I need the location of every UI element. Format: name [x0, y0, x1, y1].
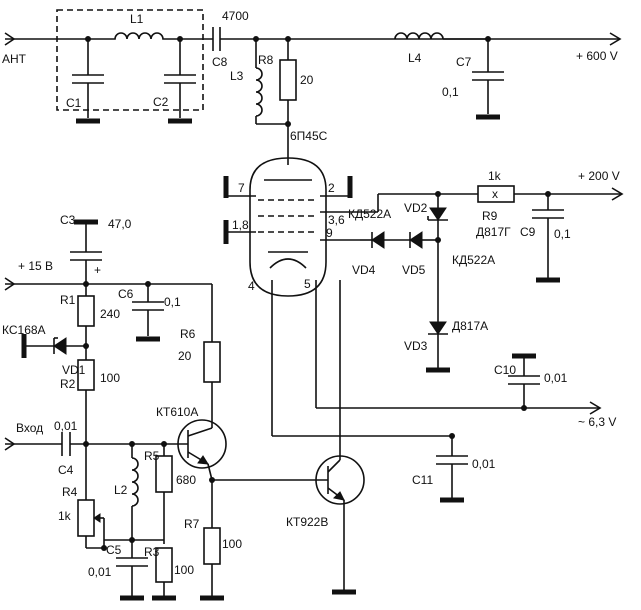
- label-r2: R2: [60, 377, 76, 391]
- label-kd522-top: КД522А: [348, 207, 391, 221]
- r7-resistor: [203, 527, 221, 565]
- driver-stage: [4, 219, 227, 601]
- label-tube: 6П45С: [290, 129, 328, 143]
- label-c5-value: 0,01: [88, 565, 112, 579]
- l3-inductor: [255, 67, 263, 117]
- label-c2: С2: [153, 95, 169, 109]
- label-c6: С6: [118, 287, 134, 301]
- label-r4: R4: [62, 485, 78, 499]
- label-r7-value: 100: [222, 537, 242, 551]
- label-c10: С10: [494, 363, 516, 377]
- label-pin-4: 4: [248, 279, 255, 293]
- label-r3: R3: [144, 545, 160, 559]
- label-vd4: VD4: [352, 263, 376, 277]
- label-kt610: КТ610А: [156, 405, 198, 419]
- labels: АНТ 4700 С8 L1 С1 С2 L3 R8 20 L4 С7 0,1 …: [2, 9, 620, 579]
- label-r6: R6: [180, 327, 196, 341]
- label-c3-plus: +: [94, 263, 101, 277]
- label-pin-3-6: 3,6: [328, 213, 345, 227]
- label-l2: L2: [114, 483, 128, 497]
- label-c5: С5: [106, 543, 122, 557]
- label-r5: R5: [144, 449, 160, 463]
- label-vd5: VD5: [402, 263, 426, 277]
- label-c10-value: 0,01: [544, 371, 568, 385]
- label-plus-200: + 200 V: [578, 169, 620, 183]
- label-c9-value: 0,1: [554, 227, 571, 241]
- label-ant: АНТ: [2, 52, 27, 66]
- label-pin-1-8: 1,8: [232, 218, 249, 232]
- label-l3: L3: [230, 69, 244, 83]
- label-r9-mark: x: [492, 187, 498, 201]
- label-kt922: КТ922В: [286, 515, 328, 529]
- label-c7: С7: [456, 55, 472, 69]
- l2-inductor: [131, 457, 139, 507]
- label-pin-9: 9: [326, 226, 333, 240]
- label-d817a: Д817А: [452, 319, 488, 333]
- label-r5-value: 680: [176, 473, 196, 487]
- r4-potentiometer: [77, 499, 95, 537]
- label-c7-value: 0,1: [442, 85, 459, 99]
- label-l1: L1: [130, 12, 144, 26]
- l1-inductor: [88, 32, 180, 40]
- kt610-body: [177, 419, 227, 469]
- label-pin-7: 7: [238, 181, 245, 195]
- label-c3: С3: [60, 213, 76, 227]
- label-r9: R9: [482, 209, 498, 223]
- label-plus-600: + 600 V: [576, 49, 618, 63]
- label-r4-value: 1k: [58, 509, 72, 523]
- r8-resistor: [279, 59, 297, 101]
- label-input: Вход: [16, 421, 43, 435]
- antenna-filter: [4, 9, 488, 124]
- label-ac-6-3: ~ 6,3 V: [578, 415, 616, 429]
- label-c8-value: 4700: [222, 9, 249, 23]
- label-r1-value: 240: [100, 307, 120, 321]
- label-r1: R1: [60, 293, 76, 307]
- label-c11-value: 0,01: [472, 457, 496, 471]
- label-r9-value: 1k: [488, 169, 502, 183]
- label-r3-value: 100: [174, 563, 194, 577]
- label-vd1: VD1: [62, 363, 86, 377]
- screen-supply: [360, 185, 624, 373]
- label-c6-value: 0,1: [164, 295, 181, 309]
- label-c4-value: 0,01: [54, 419, 78, 433]
- filter-box: [56, 9, 204, 111]
- anode-circuit: [255, 32, 622, 165]
- label-pin-2: 2: [328, 181, 335, 195]
- label-kc168: КС168А: [2, 323, 46, 337]
- tube-envelope: [249, 157, 327, 297]
- tube-6p45s: [223, 157, 602, 460]
- label-c4: С4: [58, 463, 74, 477]
- label-d817g: Д817Г: [476, 225, 511, 239]
- heater-caps: [436, 353, 540, 503]
- label-r7: R7: [184, 517, 200, 531]
- label-r8-value: 20: [300, 73, 314, 87]
- r6-resistor: [203, 341, 221, 383]
- kt922-transistor: [212, 455, 365, 595]
- label-vd3: VD3: [404, 339, 428, 353]
- label-c1: С1: [66, 96, 82, 110]
- label-c9: С9: [520, 225, 536, 239]
- label-c11: С11: [412, 473, 433, 487]
- label-c8: С8: [212, 55, 228, 69]
- label-vd2: VD2: [404, 201, 428, 215]
- label-kd522-right: КД522А: [452, 253, 495, 267]
- label-r6-value: 20: [178, 349, 192, 363]
- label-pin-5: 5: [304, 277, 311, 291]
- label-c3-value: 47,0: [108, 217, 132, 231]
- label-r8: R8: [258, 53, 274, 67]
- label-r2-value: 100: [100, 371, 120, 385]
- label-plus-15: + 15 В: [18, 259, 53, 273]
- r1-resistor: [77, 295, 95, 327]
- label-l4: L4: [408, 51, 422, 65]
